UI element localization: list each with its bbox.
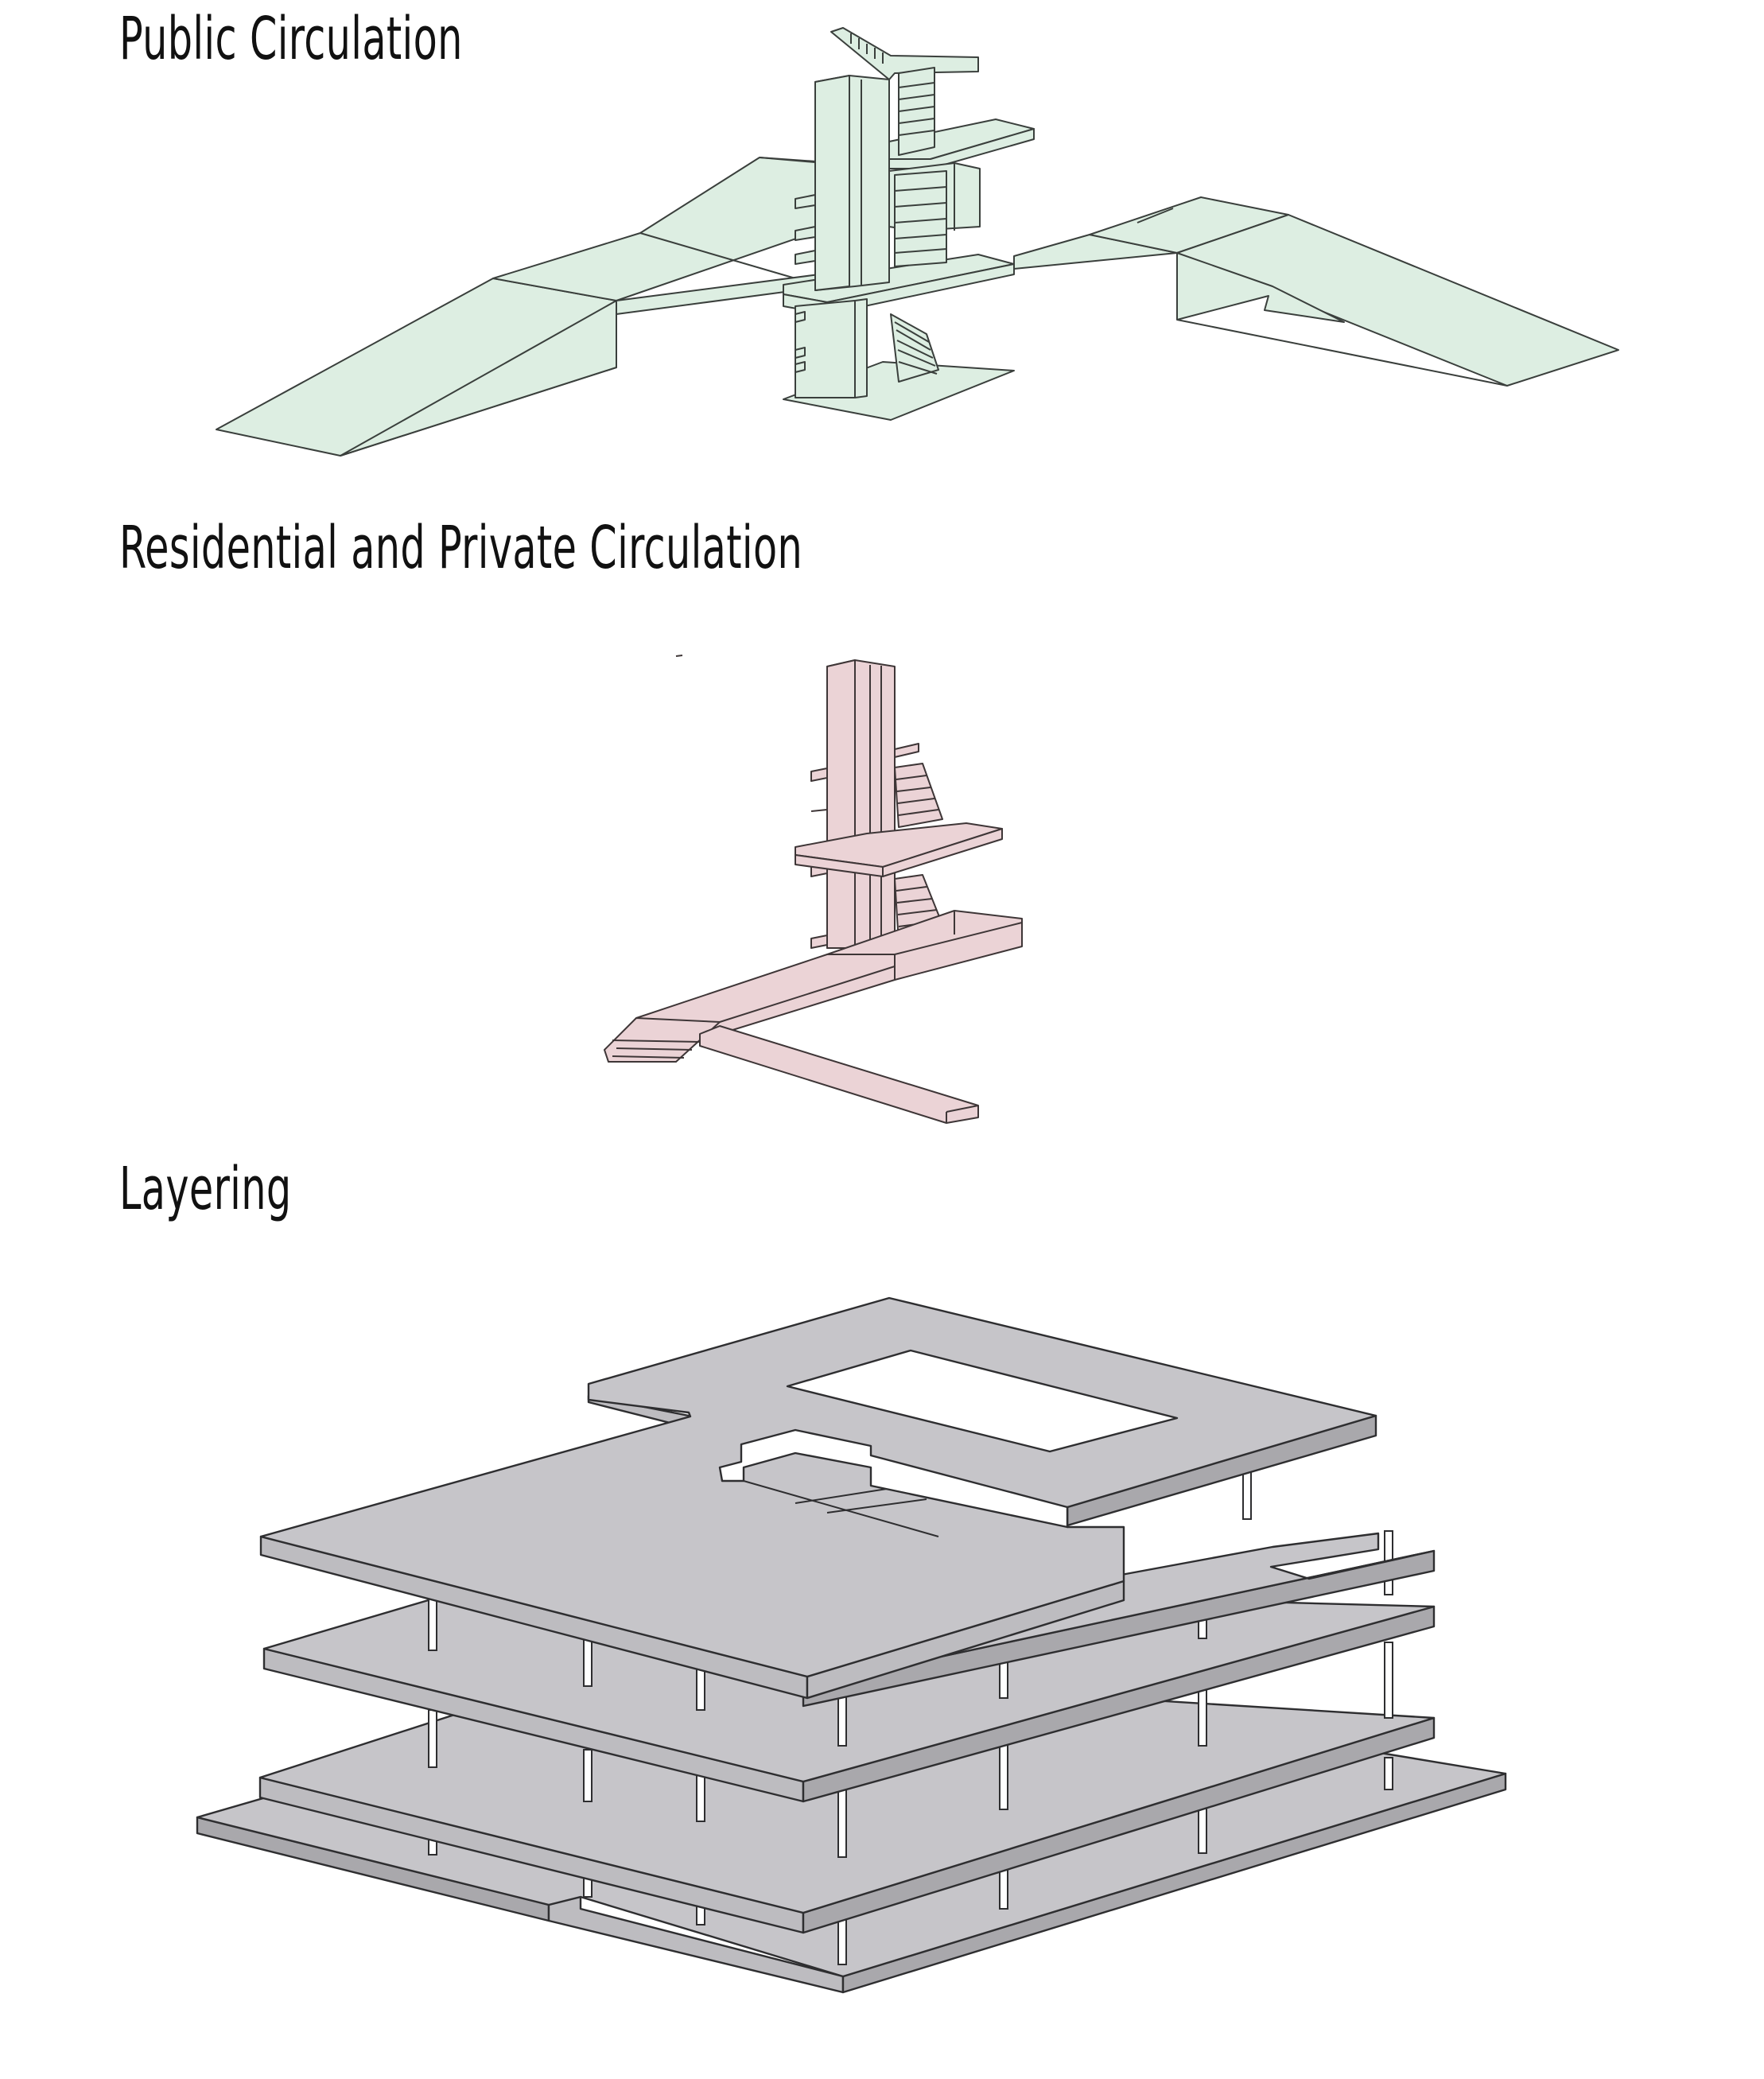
residential-stair-upper — [894, 763, 943, 828]
branch-walkway — [699, 1025, 979, 1124]
heading-residential-private-circulation: Residential and Private Circulation — [119, 514, 803, 582]
top-slab-opening — [786, 1349, 1179, 1453]
top-slab — [259, 1296, 1377, 1700]
right-long-ramp — [1176, 214, 1619, 387]
lower-stair — [890, 313, 939, 383]
entry-stair — [604, 1017, 721, 1063]
layering-diagram — [196, 1296, 1507, 1994]
heading-public-circulation: Public Circulation — [119, 5, 463, 73]
public-circulation-diagram — [216, 27, 1619, 457]
residential-circulation-diagram — [604, 655, 1023, 1124]
stair-opening — [718, 1428, 1069, 1529]
upper-stair — [830, 27, 979, 267]
heading-layering: Layering — [119, 1155, 292, 1223]
left-ramp-side — [340, 300, 617, 457]
